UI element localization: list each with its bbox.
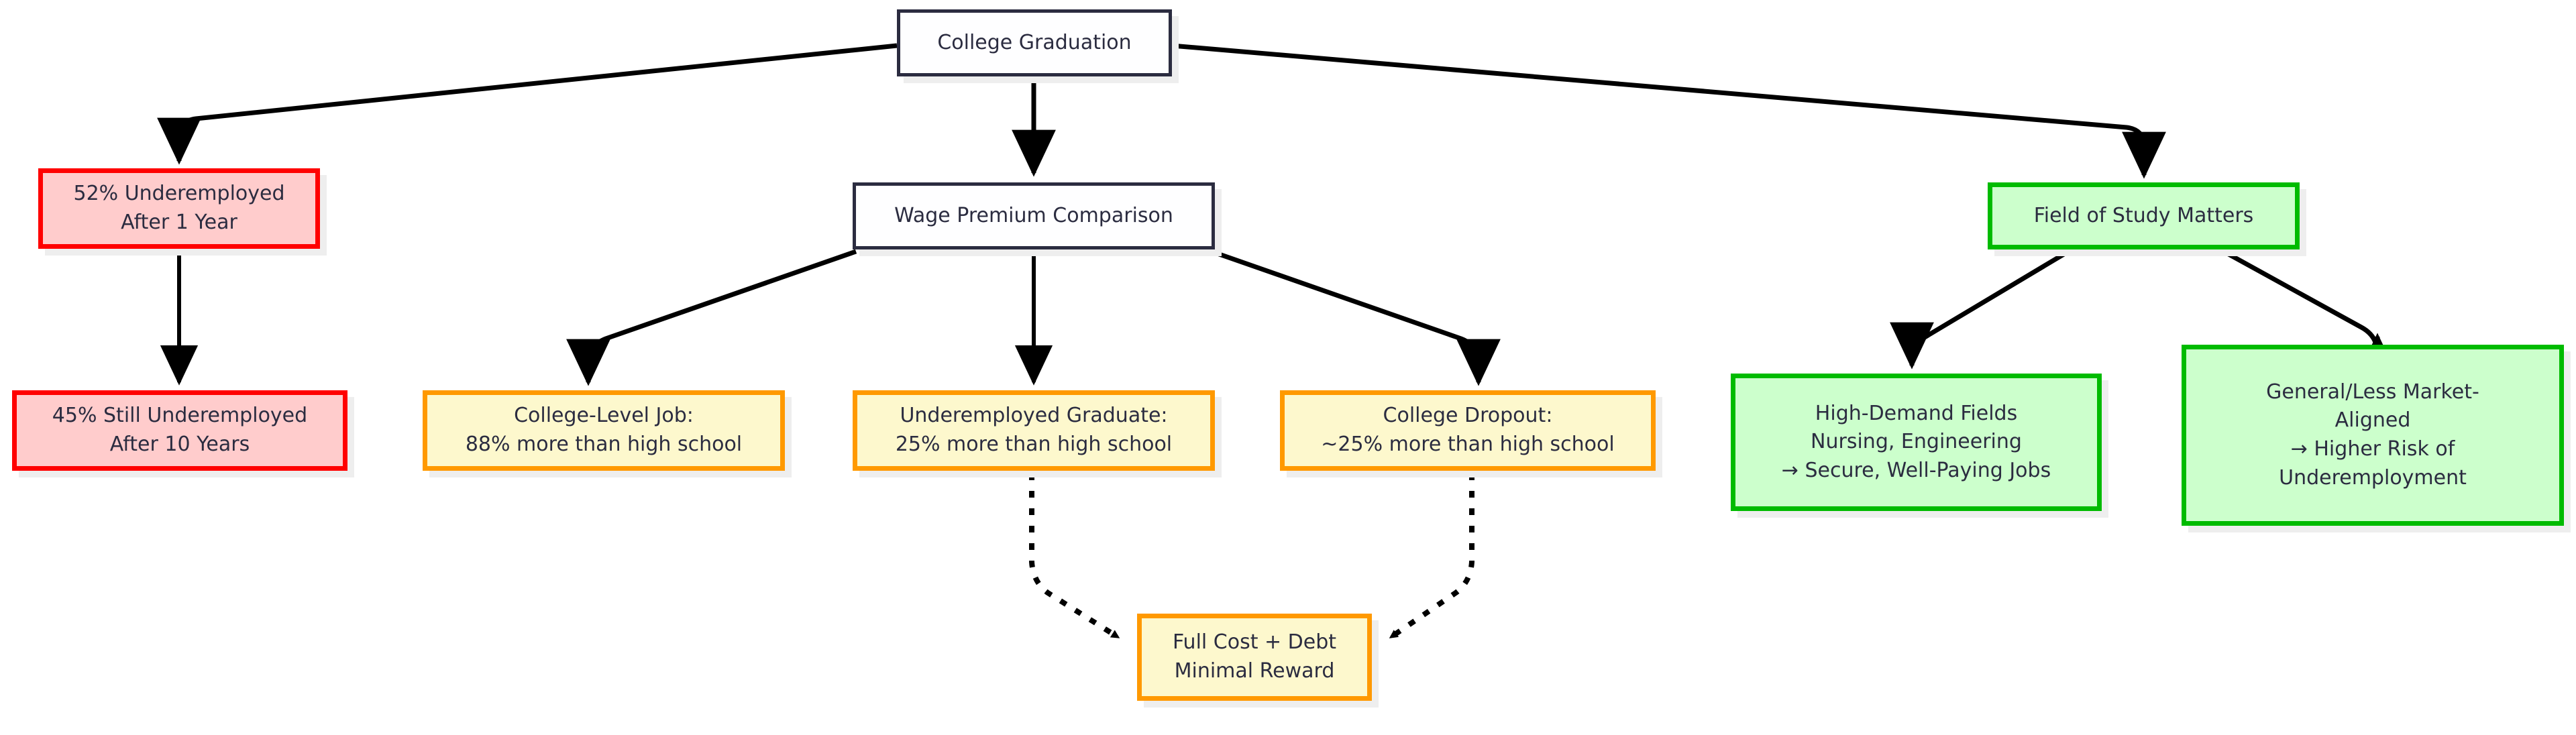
- node-line: Underemployment: [2279, 465, 2467, 490]
- node-wage-premium-comparison[interactable]: Wage Premium Comparison: [853, 182, 1215, 249]
- node-full-cost-plus-debt[interactable]: Full Cost + Debt Minimal Reward: [1137, 614, 1372, 701]
- edge-field-to-highdemand: [1890, 248, 2071, 370]
- node-college-graduation[interactable]: College Graduation: [897, 9, 1172, 76]
- node-general-less-market-aligned[interactable]: General/Less Market- Aligned → Higher Ri…: [2182, 345, 2564, 526]
- node-line: After 10 Years: [109, 433, 250, 456]
- node-line: → Secure, Well-Paying Jobs: [1781, 458, 2051, 482]
- edge-field-to-general: [2221, 248, 2400, 380]
- node-line: Full Cost + Debt: [1172, 630, 1337, 655]
- node-line: Nursing, Engineering: [1811, 430, 2022, 454]
- node-high-demand-fields[interactable]: High-Demand Fields Nursing, Engineering …: [1731, 374, 2102, 511]
- node-line: ~25% more than high school: [1321, 433, 1615, 456]
- node-line: 88% more than high school: [465, 433, 743, 456]
- node-line: Underemployed Graduate:: [900, 404, 1168, 428]
- node-underemployed-graduate[interactable]: Underemployed Graduate: 25% more than hi…: [853, 390, 1215, 471]
- node-line: After 1 Year: [121, 211, 237, 234]
- node-line: College Graduation: [937, 30, 1132, 54]
- node-52-percent-underemployed-after-1-year[interactable]: 52% Underemployed After 1 Year: [38, 168, 320, 249]
- node-line: 52% Underemployed: [73, 182, 285, 206]
- edge-wage-to-dropout: [1210, 249, 1501, 386]
- node-45-percent-still-underemployed-after-10-years[interactable]: 45% Still Underemployed After 10 Years: [12, 390, 347, 471]
- edge-root-to-field: [1171, 43, 2166, 179]
- node-line: High-Demand Fields: [1815, 401, 2018, 425]
- node-college-dropout[interactable]: College Dropout: ~25% more than high sch…: [1280, 390, 1656, 471]
- node-field-of-study-matters[interactable]: Field of Study Matters: [1988, 182, 2300, 249]
- node-line: College Dropout:: [1383, 404, 1553, 428]
- edge-wage-to-collegejob: [566, 249, 857, 386]
- node-line: General/Less Market-: [2266, 380, 2479, 404]
- node-line: 25% more than high school: [895, 433, 1173, 456]
- node-line: → Higher Risk of: [2290, 437, 2455, 461]
- node-line: Aligned: [2334, 408, 2411, 433]
- edge-dropout-to-fullcost: [1388, 473, 1474, 640]
- node-line: College-Level Job:: [514, 404, 694, 428]
- node-line: Wage Premium Comparison: [894, 203, 1173, 227]
- node-line: Field of Study Matters: [2033, 203, 2254, 227]
- edge-root-to-under1: [157, 43, 898, 165]
- node-line: 45% Still Underemployed: [52, 404, 308, 428]
- node-college-level-job[interactable]: College-Level Job: 88% more than high sc…: [423, 390, 785, 471]
- edge-undergrad-to-fullcost: [1029, 473, 1121, 640]
- node-line: Minimal Reward: [1174, 659, 1335, 683]
